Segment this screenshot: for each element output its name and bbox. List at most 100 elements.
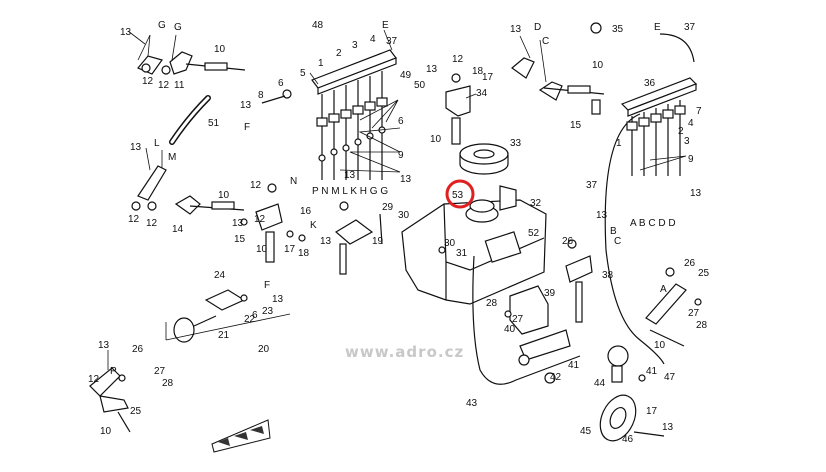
callout-7: 7 [696, 106, 702, 117]
callout-13: 13 [596, 210, 608, 221]
callout-13: 13 [400, 174, 412, 185]
callout-5: 5 [300, 68, 306, 79]
switch-assembly-24 [165, 289, 291, 343]
callout-47: 47 [664, 372, 676, 383]
callout-13: 13 [272, 294, 284, 305]
callout-13: 13 [98, 340, 110, 351]
callout-12: 12 [128, 214, 140, 225]
callout-P: P [110, 366, 117, 377]
callout-12: 12 [146, 218, 158, 229]
lever-assembly-g [127, 30, 246, 75]
callout-23: 23 [262, 306, 274, 317]
callout-13: 13 [130, 142, 142, 153]
callout-35: 35 [612, 24, 624, 35]
callout-30: 30 [398, 210, 410, 221]
callout-8: 8 [258, 90, 264, 101]
callout-21: 21 [218, 330, 230, 341]
highlight-ring-53 [445, 179, 475, 209]
callout-1: 1 [318, 58, 324, 69]
callout-15: 15 [570, 120, 582, 131]
callout-37: 37 [586, 180, 598, 191]
lever-assembly-lm [131, 147, 245, 215]
callout-abcdd: A B C D D [630, 218, 676, 229]
callout-F: F [264, 280, 270, 291]
callout-26: 26 [684, 258, 696, 269]
pulley-assembly [599, 345, 665, 442]
callout-43: 43 [466, 398, 478, 409]
callout-33: 33 [510, 138, 522, 149]
callout-51: 51 [208, 118, 220, 129]
callout-C: C [614, 236, 621, 247]
callout-39: 39 [544, 288, 556, 299]
callout-30: 30 [444, 238, 456, 249]
callout-25: 25 [698, 268, 710, 279]
callout-10: 10 [218, 190, 230, 201]
callout-37: 37 [386, 36, 398, 47]
callout-10: 10 [100, 426, 112, 437]
callout-13: 13 [426, 64, 438, 75]
bracket-19 [334, 201, 383, 275]
callout-M: M [168, 152, 176, 163]
callout-13: 13 [662, 422, 674, 433]
callout-G: G [158, 20, 166, 31]
callout-13: 13 [232, 218, 244, 229]
linkage-38 [504, 239, 593, 384]
callout-28: 28 [486, 298, 498, 309]
callout-12: 12 [452, 54, 464, 65]
callout-G: G [174, 22, 182, 33]
lever-assembly-a [645, 267, 702, 347]
callout-6: 6 [278, 78, 284, 89]
cable-43 [472, 255, 581, 385]
callout-B: B [610, 226, 617, 237]
callout-15: 15 [234, 234, 246, 245]
callout-9: 9 [398, 150, 404, 161]
callout-2: 2 [336, 48, 342, 59]
callout-31: 31 [456, 248, 468, 259]
callout-D: D [534, 22, 541, 33]
direction-arrow-icon [211, 419, 271, 453]
callout-F: F [244, 122, 250, 133]
callout-14: 14 [172, 224, 184, 235]
callout-12: 12 [254, 214, 266, 225]
callout-1: 1 [616, 138, 622, 149]
callout-20: 20 [258, 344, 270, 355]
filler-cap [459, 143, 509, 175]
callout-K: K [310, 220, 317, 231]
callout-3: 3 [684, 136, 690, 147]
valve-bank-left [261, 29, 401, 180]
callout-28: 28 [696, 320, 708, 331]
callout-13: 13 [320, 236, 332, 247]
callout-28: 28 [162, 378, 174, 389]
bracket-34 [445, 73, 477, 145]
callout-E: E [382, 20, 389, 31]
callout-10: 10 [214, 44, 226, 55]
callout-17: 17 [482, 72, 494, 83]
callout-19: 19 [372, 236, 384, 247]
callout-36: 36 [644, 78, 656, 89]
callout-32: 32 [530, 198, 542, 209]
callout-27: 27 [688, 308, 700, 319]
lever-assembly-p [89, 350, 131, 433]
callout-17: 17 [646, 406, 658, 417]
callout-18: 18 [472, 66, 484, 77]
callout-13: 13 [510, 24, 522, 35]
watermark-text: www.adro.cz [345, 343, 464, 361]
callout-10: 10 [592, 60, 604, 71]
callout-12: 12 [142, 76, 154, 87]
callout-13: 13 [344, 170, 356, 181]
callout-27: 27 [154, 366, 166, 377]
callout-E: E [654, 22, 661, 33]
callout-10: 10 [256, 244, 268, 255]
callout-11: 11 [174, 80, 185, 91]
callout-27: 27 [512, 314, 524, 325]
control-cable-37 [659, 33, 695, 63]
bracket-16 [240, 183, 306, 263]
callout-4: 4 [688, 118, 694, 129]
callout-10: 10 [430, 134, 442, 145]
callout-29: 29 [382, 202, 394, 213]
callout-34: 34 [476, 88, 488, 99]
callout-13: 13 [120, 27, 132, 38]
callout-L: L [154, 138, 160, 149]
callout-12: 12 [88, 374, 100, 385]
